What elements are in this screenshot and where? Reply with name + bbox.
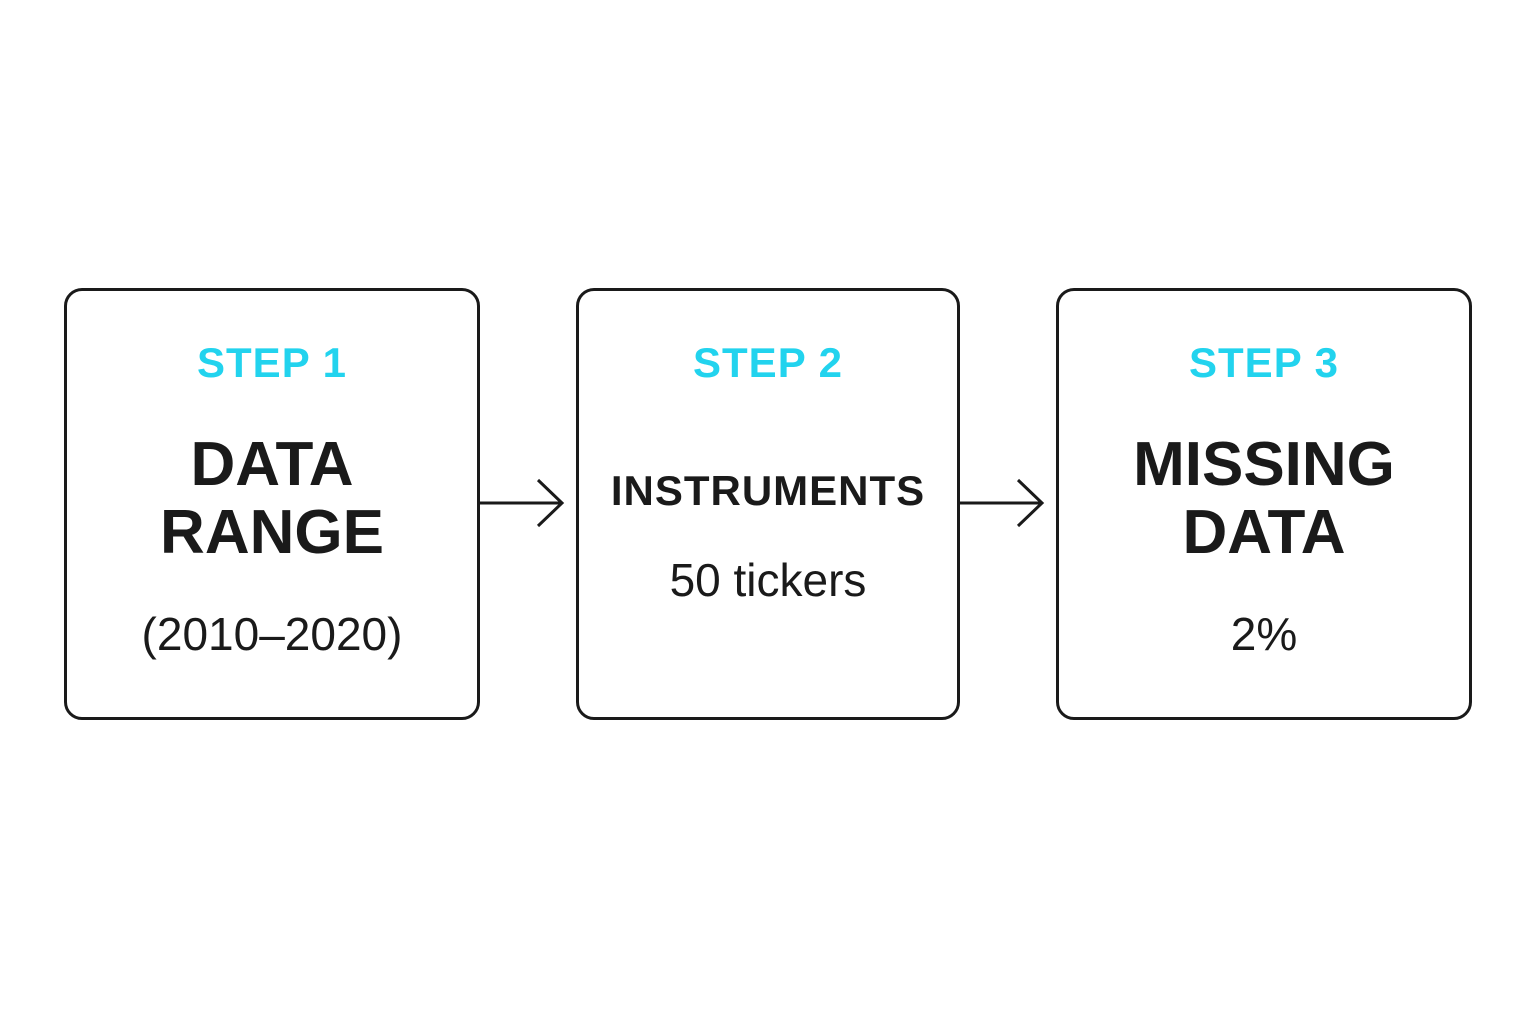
step-1-box: STEP 1 DATA RANGE (2010–2020) <box>64 288 480 720</box>
step-1-title: DATA RANGE <box>160 430 384 567</box>
step-3-label: STEP 3 <box>1189 339 1339 386</box>
arrow-right-icon <box>960 478 1045 528</box>
step-2-label: STEP 2 <box>693 339 843 386</box>
step-2-box: STEP 2 INSTRUMENTS 50 tickers <box>576 288 960 720</box>
step-3-value: 2% <box>1230 608 1298 660</box>
step-3-box: STEP 3 MISSING DATA 2% <box>1056 288 1472 720</box>
step-3-title: MISSING DATA <box>1133 430 1395 567</box>
step-2-value: 50 tickers <box>669 554 867 606</box>
step-1-label: STEP 1 <box>197 339 347 386</box>
arrow-right-icon <box>480 478 565 528</box>
step-2-title: INSTRUMENTS <box>610 467 926 514</box>
step-1-value: (2010–2020) <box>141 608 403 660</box>
